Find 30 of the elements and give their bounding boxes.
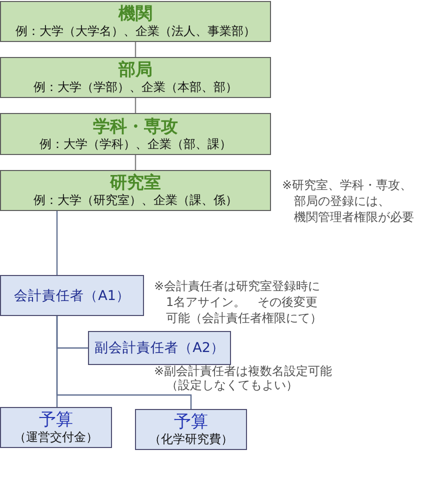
org-level-box [0, 1, 271, 42]
example-text: 例：大学（大学名）、企業（法人、事業部） [16, 24, 256, 39]
budget-source: （化学研究費） [149, 432, 233, 447]
connector-line [134, 98, 136, 113]
budget-box [135, 409, 247, 450]
connector-line [56, 316, 192, 409]
note-text: ※研究室、学科・専攻、部局の登録には、機関管理者権限が必要 [282, 177, 415, 225]
org-level-box [0, 170, 271, 211]
role-label: 会計責任者（A1） [14, 286, 130, 304]
role-box [0, 275, 144, 316]
note-text: ※会計責任者は研究室登録時に1名アサイン。 その後変更可能（会計責任者権限にて） [154, 278, 323, 326]
note-text: ※副会計責任者は複数名設定可能（設定しなくてもよい） [154, 364, 334, 392]
budget-source: （運営交付金） [14, 430, 98, 445]
connector-line [134, 155, 136, 170]
role-box [88, 331, 231, 365]
connector-line [56, 211, 58, 275]
level-title: 学科・専攻 [93, 116, 178, 136]
role-label: 副会計責任者（A2） [94, 339, 224, 357]
budget-box [0, 407, 112, 448]
budget-title: 予算 [39, 410, 73, 430]
example-text: 例：大学（学部）、企業（本部、部） [34, 80, 238, 95]
level-title: 機関 [118, 4, 152, 24]
level-title: 部局 [118, 60, 152, 80]
example-text: 例：大学（研究室）、企業（課、係） [34, 193, 238, 208]
org-level-box [0, 113, 271, 155]
budget-title: 予算 [174, 412, 208, 432]
connector-line [134, 42, 136, 57]
example-text: 例：大学（学科）、企業（部、課） [40, 136, 232, 152]
org-level-box [0, 57, 271, 98]
level-title: 研究室 [110, 173, 161, 193]
